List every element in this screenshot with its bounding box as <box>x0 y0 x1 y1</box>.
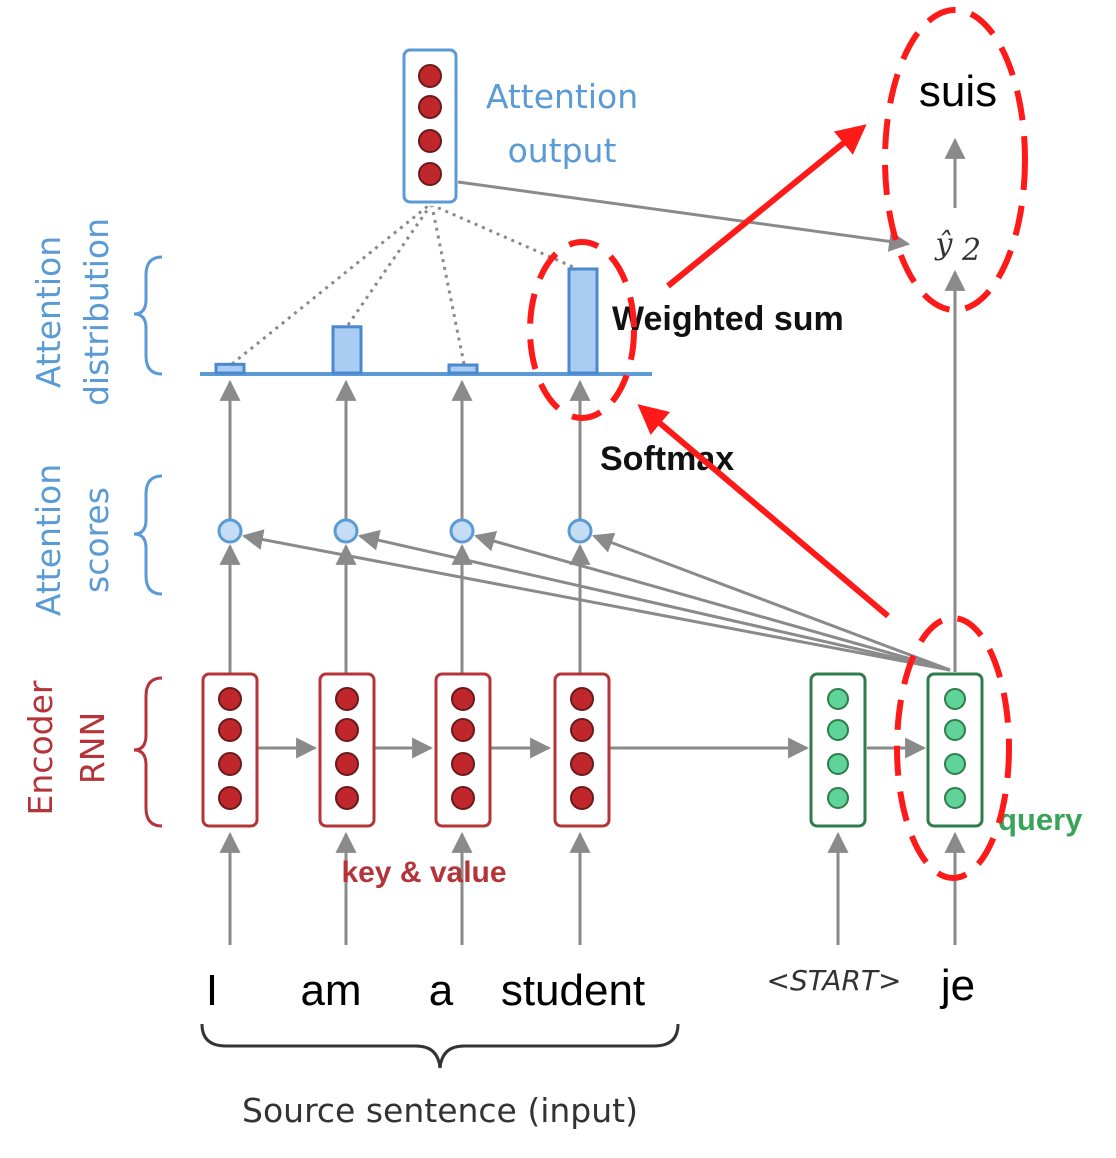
encoder-hidden-states <box>201 672 611 828</box>
attention-scores-label: Attention <box>29 464 68 616</box>
decoder-hidden-states <box>809 672 984 828</box>
key-value-label: key & value <box>341 856 506 889</box>
attention-output-label: Attention <box>486 77 638 116</box>
attention-scores-label-line2: scores <box>77 487 116 593</box>
attention-scores-brace <box>133 474 163 596</box>
attention-distribution-brace <box>133 255 163 376</box>
highlight-ellipse-max-weight <box>527 239 637 421</box>
decoder-state-1 <box>809 672 867 828</box>
attention-bar-2 <box>331 325 363 375</box>
source-word-2: am <box>300 966 361 1015</box>
attention-bar-1 <box>214 362 246 375</box>
encoder-rnn-label-line2: RNN <box>73 712 112 784</box>
encoder-to-score-arrows <box>219 543 591 674</box>
highlight-ellipse-query <box>894 615 1012 881</box>
score-to-distribution-arrows <box>219 379 591 519</box>
attention-bars <box>214 267 599 375</box>
attention-bar-4 <box>567 267 599 375</box>
red-arrow-to-output <box>666 124 867 289</box>
score-circle-1 <box>217 518 243 544</box>
encoder-state-2 <box>318 672 376 828</box>
attention-score-circles <box>217 518 593 544</box>
score-circle-3 <box>449 518 475 544</box>
input-arrows <box>219 831 966 945</box>
encoder-rnn-brace <box>133 676 163 828</box>
output-word: suis <box>919 67 997 116</box>
decoder-output-arrows <box>457 137 966 672</box>
red-annotations <box>527 7 1028 881</box>
score-circle-4 <box>567 518 593 544</box>
score-circle-2 <box>333 518 359 544</box>
decoder-state-2 <box>926 672 984 828</box>
weighted-sum-dotted-lines <box>231 204 581 366</box>
source-sentence-label: Source sentence (input) <box>242 1091 638 1130</box>
source-word-1: I <box>206 966 218 1015</box>
query-label: query <box>998 802 1083 837</box>
highlight-ellipse-output <box>882 7 1028 313</box>
attention-output-label-line2: output <box>508 131 617 170</box>
attention-bar-3 <box>447 363 479 375</box>
encoder-rnn-label: Encoder <box>21 680 60 815</box>
query-to-score-arrows <box>241 529 951 672</box>
red-arrow-to-distribution <box>637 404 890 619</box>
source-sentence-brace <box>200 1023 680 1069</box>
encoder-state-1 <box>201 672 259 828</box>
attention-distribution-label: Attention <box>29 236 68 388</box>
encoder-state-3 <box>434 672 492 828</box>
source-word-4: student <box>501 966 645 1015</box>
decoder-word-start: <START> <box>767 964 902 997</box>
decoder-word-je: je <box>939 961 975 1010</box>
weighted-sum-label: Weighted sum <box>612 300 844 338</box>
y-hat-subscript: 2 <box>961 233 981 268</box>
y-hat-label: ŷ <box>934 227 954 262</box>
attention-output-vector <box>402 48 458 204</box>
encoder-state-4 <box>553 672 611 828</box>
source-word-3: a <box>429 966 454 1015</box>
softmax-label: Softmax <box>600 440 734 478</box>
attention-distribution-label-line2: distribution <box>77 218 116 406</box>
